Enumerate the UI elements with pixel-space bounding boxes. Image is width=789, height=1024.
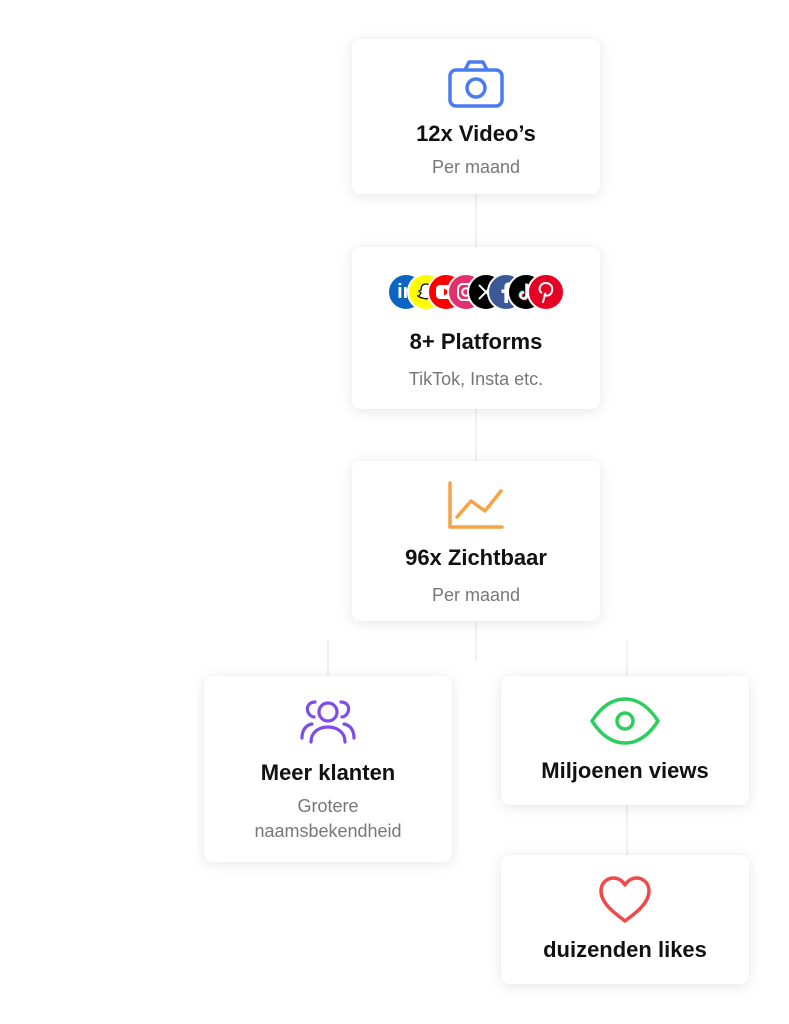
eye-icon xyxy=(589,696,661,746)
heart-icon xyxy=(597,875,653,925)
videos-card: 12x Video’s Per maand xyxy=(352,39,600,194)
card-title: Miljoenen views xyxy=(541,758,709,783)
card-title: duizenden likes xyxy=(543,937,707,962)
connector-line xyxy=(626,640,628,676)
platform-logos: in xyxy=(387,273,565,313)
pinterest-logo-icon xyxy=(527,273,565,311)
card-title: 96x Zichtbaar xyxy=(405,545,547,570)
card-subtitle: Per maand xyxy=(431,585,521,606)
camera-icon xyxy=(447,59,505,109)
card-subtitle: Grotere naamsbekendheid xyxy=(254,796,402,841)
growth-chart-icon xyxy=(447,481,505,531)
platforms-card: in 8+ Platforms TikTok, Insta etc. xyxy=(352,247,600,409)
users-icon xyxy=(299,696,357,746)
visibility-card: 96x Zichtbaar Per maand xyxy=(352,461,600,621)
connector-line xyxy=(475,621,477,661)
card-title: 12x Video’s xyxy=(416,121,536,146)
card-subtitle: TikTok, Insta etc. xyxy=(408,369,544,390)
connector-line xyxy=(327,640,329,676)
connector-line xyxy=(626,805,628,855)
connector-line xyxy=(475,409,477,461)
connector-line xyxy=(475,194,477,247)
views-card: Miljoenen views xyxy=(501,676,749,805)
likes-card: duizenden likes xyxy=(501,855,749,984)
card-title: 8+ Platforms xyxy=(409,329,543,354)
card-subtitle: Per maand xyxy=(431,157,521,178)
customers-card: Meer klanten Grotere naamsbekendheid xyxy=(204,676,452,862)
card-title: Meer klanten xyxy=(260,760,396,785)
